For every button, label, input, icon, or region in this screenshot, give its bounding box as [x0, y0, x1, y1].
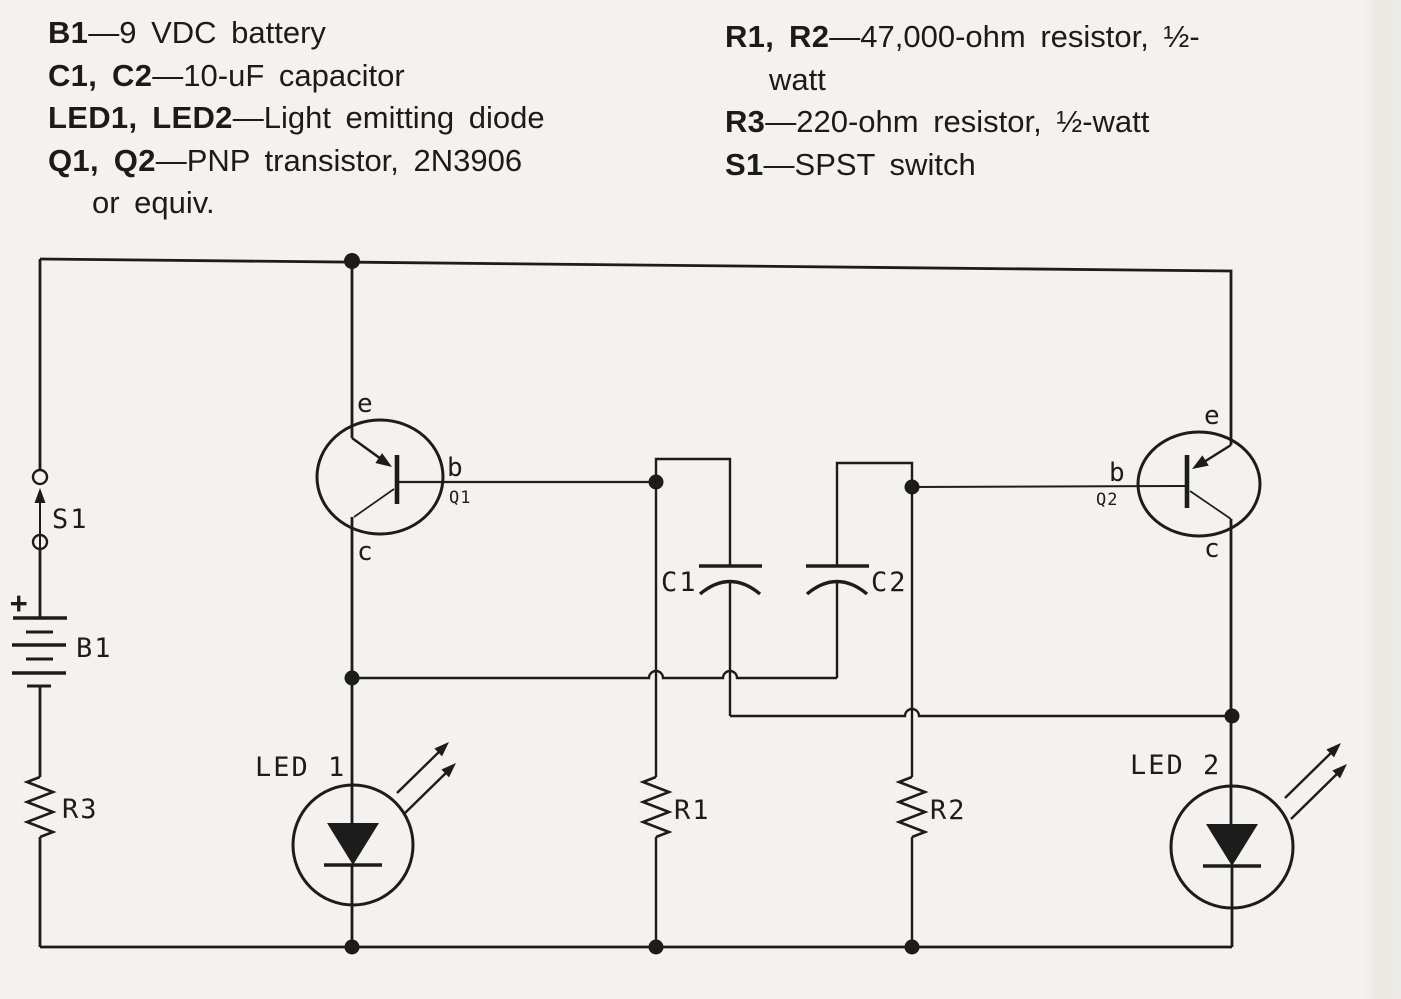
- pnp-emitter-arrow-icon: [1192, 455, 1209, 469]
- part-desc: or equiv.: [92, 185, 215, 220]
- label-b1: B1: [76, 633, 113, 664]
- label-r3: R3: [62, 794, 99, 825]
- parts-list-entry: Q1, Q2—PNP transistor, 2N3906: [48, 140, 545, 183]
- label-c1: C1: [661, 567, 698, 598]
- label-r1: R1: [674, 795, 711, 826]
- label-q2-collector: c: [1204, 534, 1220, 564]
- led-light-arrow-icon: [441, 763, 456, 778]
- parts-list-entry: watt: [725, 59, 1200, 102]
- led-light-arrow-icon: [1326, 743, 1341, 758]
- part-desc: —PNP transistor, 2N3906: [155, 142, 523, 178]
- label-q2: Q2: [1096, 490, 1118, 510]
- part-ref: LED1, LED2: [48, 100, 233, 135]
- switch-s1: S1: [31, 468, 89, 618]
- part-ref: S1: [725, 146, 764, 182]
- parts-list-entry: or equiv.: [48, 182, 545, 225]
- label-q2-base: b: [1109, 458, 1125, 488]
- part-ref: B1: [48, 15, 89, 50]
- resistor-r2: R2: [895, 487, 967, 947]
- label-q2-emitter: e: [1204, 401, 1220, 431]
- label-q1: Q1: [449, 488, 471, 508]
- part-desc: —10-uF capacitor: [152, 57, 405, 93]
- led-light-arrow-icon: [434, 742, 449, 757]
- part-ref: R3: [725, 104, 766, 139]
- parts-list-entry: C1, C2—10-uF capacitor: [48, 55, 545, 98]
- led1: LED 1: [255, 742, 456, 947]
- label-s1: S1: [52, 504, 89, 535]
- parts-list-entry: R3—220-ohm resistor, ½-watt: [725, 101, 1200, 144]
- label-led1: LED 1: [255, 752, 346, 783]
- parts-list-entry: B1—9 VDC battery: [48, 12, 545, 55]
- resistor-r1: R1: [639, 482, 711, 947]
- part-desc: watt: [769, 61, 826, 97]
- part-ref: Q1, Q2: [48, 142, 156, 178]
- part-desc: —9 VDC battery: [88, 15, 326, 50]
- led-light-arrow-icon: [1332, 764, 1347, 779]
- label-q1-collector: c: [357, 537, 373, 567]
- part-desc: —Light emitting diode: [232, 100, 545, 135]
- parts-list-entry: S1—SPST switch: [725, 144, 1200, 187]
- parts-list-entry: R1, R2—47,000-ohm resistor, ½-: [725, 16, 1200, 59]
- part-ref: R1, R2: [725, 19, 830, 54]
- resistor-r3: R3: [23, 775, 99, 947]
- label-r2: R2: [930, 795, 967, 826]
- part-desc: —47,000-ohm resistor, ½-: [829, 19, 1200, 54]
- parts-list-right-column: R1, R2—47,000-ohm resistor, ½- watt R3—2…: [725, 16, 1200, 186]
- battery-plus-sign: +: [10, 586, 27, 620]
- junction-dots: [344, 253, 1240, 955]
- scan-edge-shadow: [1365, 0, 1401, 999]
- transistor-q1: e b Q1 c: [315, 261, 656, 824]
- led2: LED 2: [1130, 743, 1347, 947]
- part-desc: —SPST switch: [763, 146, 976, 182]
- label-q1-base: b: [447, 453, 463, 483]
- part-ref: C1, C2: [48, 57, 153, 93]
- diode-triangle-icon: [1206, 824, 1258, 866]
- label-led2: LED 2: [1130, 750, 1221, 781]
- label-c2: C2: [871, 567, 908, 598]
- part-desc: —220-ohm resistor, ½-watt: [765, 104, 1150, 139]
- battery-b1: + B1: [10, 586, 113, 777]
- pnp-emitter-arrow-icon: [375, 453, 392, 467]
- supply-rails: [38, 257, 1233, 949]
- transistor-q2: e b Q2 c: [911, 401, 1262, 824]
- capacitor-c2: C2: [352, 461, 914, 680]
- parts-list-entry: LED1, LED2—Light emitting diode: [48, 97, 545, 140]
- diode-triangle-icon: [327, 823, 379, 865]
- switch-arrow-icon: [34, 488, 46, 503]
- parts-list-left-column: B1—9 VDC battery C1, C2—10-uF capacitor …: [48, 12, 545, 225]
- label-q1-emitter: e: [357, 389, 373, 419]
